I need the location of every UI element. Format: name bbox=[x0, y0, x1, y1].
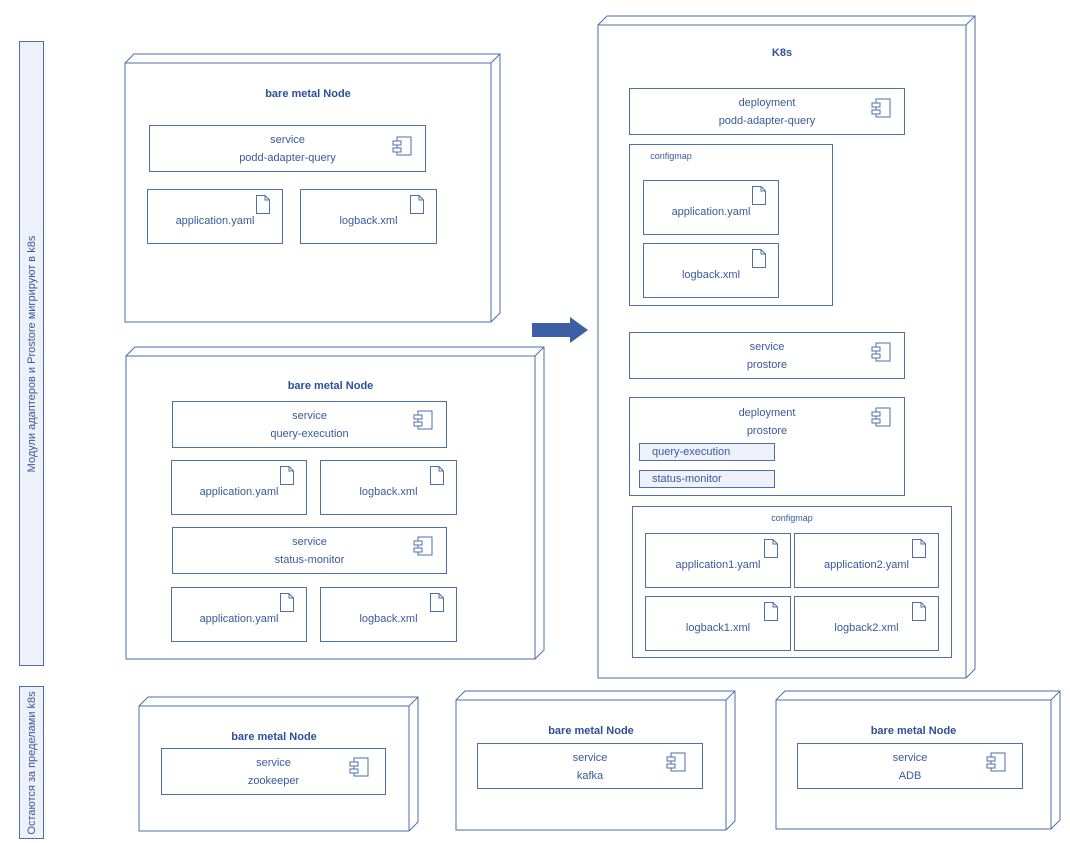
k8s-cm2-file-application2: application2.yaml bbox=[794, 533, 939, 588]
file-name: logback.xml bbox=[359, 486, 418, 498]
node1-service-name: podd-adapter-query bbox=[239, 152, 336, 164]
k8s-cm2-file-logback1: logback1.xml bbox=[645, 596, 791, 651]
lane-remaining-label: Остаются за пределами k8s bbox=[25, 690, 38, 835]
component-icon bbox=[413, 536, 433, 556]
configmap2-label: configmap bbox=[771, 513, 813, 523]
adb-node-title: bare metal Node bbox=[870, 725, 957, 737]
node2-service1-type: service bbox=[292, 410, 327, 422]
document-icon bbox=[280, 466, 294, 485]
file-name: application.yaml bbox=[175, 215, 255, 227]
component-icon bbox=[349, 757, 369, 777]
node2-svc1-file-application: application.yaml bbox=[171, 460, 307, 515]
adb-service-type: service bbox=[892, 752, 928, 764]
k8s-deployment2-type: deployment bbox=[738, 407, 796, 419]
document-icon bbox=[752, 249, 766, 268]
file-name: application.yaml bbox=[199, 486, 279, 498]
document-icon bbox=[430, 466, 444, 485]
document-icon bbox=[764, 539, 778, 558]
file-name: application1.yaml bbox=[675, 559, 761, 571]
lane-migrating-label: Модули адаптеров и Prostore мигрируют в … bbox=[25, 235, 38, 472]
document-icon bbox=[912, 602, 926, 621]
lane-remaining: Остаются за пределами k8s bbox=[19, 686, 44, 839]
node2-svc2-file-application: application.yaml bbox=[171, 587, 307, 642]
node2-service1-box: service query-execution bbox=[172, 401, 447, 448]
k8s-title: K8s bbox=[771, 47, 793, 59]
lane-migrating: Модули адаптеров и Prostore мигрируют в … bbox=[19, 41, 44, 666]
kafka-service-type: service bbox=[572, 752, 608, 764]
k8s-service-type: service bbox=[749, 341, 785, 353]
node2-service2-type: service bbox=[292, 536, 327, 548]
document-icon bbox=[752, 186, 766, 205]
file-name: application.yaml bbox=[199, 613, 279, 625]
k8s-service-name: prostore bbox=[746, 359, 788, 371]
node1-service-box: service podd-adapter-query bbox=[149, 125, 426, 172]
k8s-deployment2-name: prostore bbox=[746, 425, 788, 437]
component-icon bbox=[871, 407, 891, 427]
document-icon bbox=[912, 539, 926, 558]
component-icon bbox=[986, 752, 1006, 772]
k8s-service-box: service prostore bbox=[629, 332, 905, 379]
node2-service2-name: status-monitor bbox=[274, 554, 345, 566]
k8s-chip-query-execution: query-execution bbox=[639, 443, 775, 461]
zookeeper-service-type: service bbox=[256, 757, 291, 769]
component-icon bbox=[871, 98, 891, 118]
adb-service-name: ADB bbox=[898, 770, 922, 782]
node2-svc2-file-logback: logback.xml bbox=[320, 587, 457, 642]
component-icon bbox=[413, 410, 433, 430]
k8s-cm2-file-application1: application1.yaml bbox=[645, 533, 791, 588]
node2-title: bare metal Node bbox=[287, 380, 374, 392]
k8s-deployment1-name: podd-adapter-query bbox=[718, 115, 816, 127]
kafka-service-name: kafka bbox=[576, 770, 604, 782]
zookeeper-service-box: service zookeeper bbox=[161, 748, 386, 795]
document-icon bbox=[430, 593, 444, 612]
kafka-node-title: bare metal Node bbox=[548, 725, 634, 737]
node2-service2-box: service status-monitor bbox=[172, 527, 447, 574]
k8s-deployment1-type: deployment bbox=[738, 97, 796, 109]
file-name: application.yaml bbox=[671, 206, 751, 218]
document-icon bbox=[256, 195, 270, 214]
file-name: logback.xml bbox=[681, 269, 741, 281]
k8s-chip-status-monitor: status-monitor bbox=[639, 470, 775, 488]
node1-file-logback: logback.xml bbox=[300, 189, 437, 244]
document-icon bbox=[280, 593, 294, 612]
node1-file-application: application.yaml bbox=[147, 189, 283, 244]
file-name: logback2.xml bbox=[834, 622, 899, 634]
k8s-cm1-file-application: application.yaml bbox=[643, 180, 779, 235]
adb-service-box: service ADB bbox=[797, 743, 1023, 789]
k8s-cm1-file-logback: logback.xml bbox=[643, 243, 779, 298]
node1-service-type: service bbox=[270, 134, 305, 146]
node2-svc1-file-logback: logback.xml bbox=[320, 460, 457, 515]
configmap1-label: configmap bbox=[650, 151, 692, 161]
component-icon bbox=[666, 752, 686, 772]
document-icon bbox=[764, 602, 778, 621]
zookeeper-node-title: bare metal Node bbox=[231, 731, 317, 743]
k8s-deployment1-box: deployment podd-adapter-query bbox=[629, 88, 905, 135]
file-name: logback.xml bbox=[339, 215, 398, 227]
document-icon bbox=[410, 195, 424, 214]
file-name: application2.yaml bbox=[824, 559, 909, 571]
migration-arrow bbox=[532, 317, 588, 343]
component-icon bbox=[392, 136, 412, 156]
node2-service1-name: query-execution bbox=[270, 428, 349, 440]
k8s-cm2-file-logback2: logback2.xml bbox=[794, 596, 939, 651]
file-name: logback.xml bbox=[359, 613, 418, 625]
component-icon bbox=[871, 342, 891, 362]
node1-title: bare metal Node bbox=[265, 88, 351, 100]
kafka-service-box: service kafka bbox=[477, 743, 703, 789]
file-name: logback1.xml bbox=[685, 622, 751, 634]
zookeeper-service-name: zookeeper bbox=[247, 775, 300, 787]
